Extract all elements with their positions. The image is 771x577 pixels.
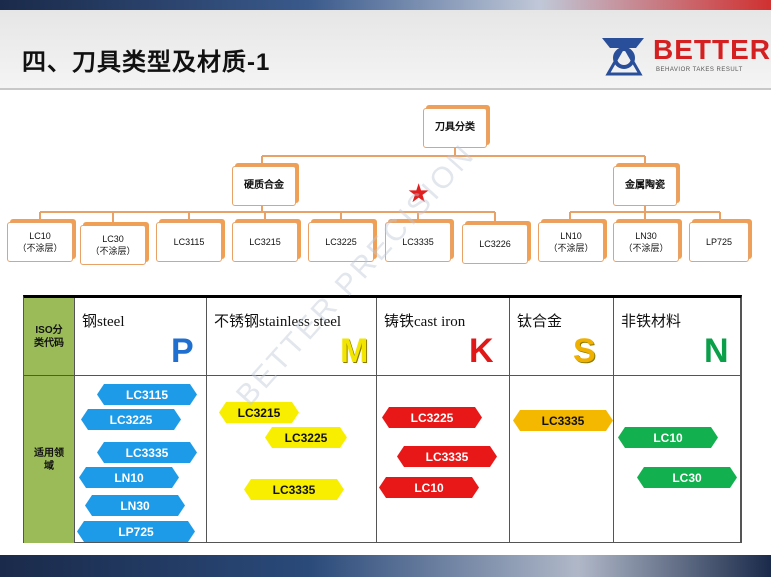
tree-leaf: LP725 <box>689 222 749 262</box>
iso-letter: N <box>704 332 729 370</box>
tree-leaf: LC3215 <box>232 222 298 262</box>
iso-letter: K <box>469 332 494 370</box>
grade-tag: LC3225 <box>265 427 347 448</box>
iso-letter: P <box>171 332 194 370</box>
logo-mark-icon <box>602 38 644 76</box>
material-name: 非铁材料 <box>621 314 682 330</box>
brand-logo: BETTER BEHAVIOR TAKES RESULT <box>600 32 770 80</box>
material-name: 钛合金 <box>517 314 563 330</box>
top-accent-bar <box>0 0 771 10</box>
slide-header: 四、刀具类型及材质-1 BETTER BEHAVIOR TAKES RESULT <box>0 10 771 90</box>
iso-letter: S <box>573 332 596 370</box>
grade-tag: LP725 <box>77 521 195 542</box>
grade-tag: LN30 <box>85 495 185 516</box>
tree-leaf: LN10 （不涂层） <box>538 222 604 262</box>
tree-leaf: LC3335 <box>385 222 451 262</box>
grade-tag: LC10 <box>618 427 718 448</box>
iso-letter: M <box>340 332 369 370</box>
logo-tagline: BEHAVIOR TAKES RESULT <box>656 67 743 73</box>
star-icon: ★ <box>407 178 431 208</box>
material-name: 钢steel <box>82 314 125 330</box>
material-name: 铸铁cast iron <box>384 314 466 330</box>
grade-tag: LC3335 <box>397 446 497 467</box>
row-divider <box>24 375 741 376</box>
grade-tag: LC30 <box>637 467 737 488</box>
page-title: 四、刀具类型及材质-1 <box>22 49 271 76</box>
grade-tag: LN10 <box>79 467 179 488</box>
logo-text: BETTER <box>653 34 771 65</box>
grade-tag: LC3335 <box>244 479 344 500</box>
table-column: 钛合金 S LC3335 <box>510 298 614 543</box>
tree-leaf: LC3225 <box>308 222 374 262</box>
tree-branch-carbide: 硬质合金 <box>232 166 296 206</box>
grade-tag: LC3115 <box>97 384 197 405</box>
tree-branch-cermet: 金属陶瓷 <box>613 166 677 206</box>
grade-tag: LC3335 <box>513 410 613 431</box>
tree-leaf: LC10 （不涂层） <box>7 222 73 262</box>
iso-code-row-header: ISO分 类代码 <box>24 298 75 375</box>
tree-leaf: LC30 （不涂层） <box>80 225 146 265</box>
tree-leaf: LC3115 <box>156 222 222 262</box>
tree-leaf: LN30 （不涂层） <box>613 222 679 262</box>
bottom-accent-bar <box>0 555 771 577</box>
grade-tag: LC3225 <box>81 409 181 430</box>
application-row-header: 适用领 域 <box>24 376 75 543</box>
grade-tag: LC3335 <box>97 442 197 463</box>
grade-tag: LC3225 <box>382 407 482 428</box>
grade-tag: LC10 <box>379 477 479 498</box>
tree-root-node: 刀具分类 <box>423 108 487 148</box>
material-name: 不锈钢stainless steel <box>214 314 342 330</box>
tree-leaf: LC3226 <box>462 224 528 264</box>
grade-tag: LC3215 <box>219 402 299 423</box>
